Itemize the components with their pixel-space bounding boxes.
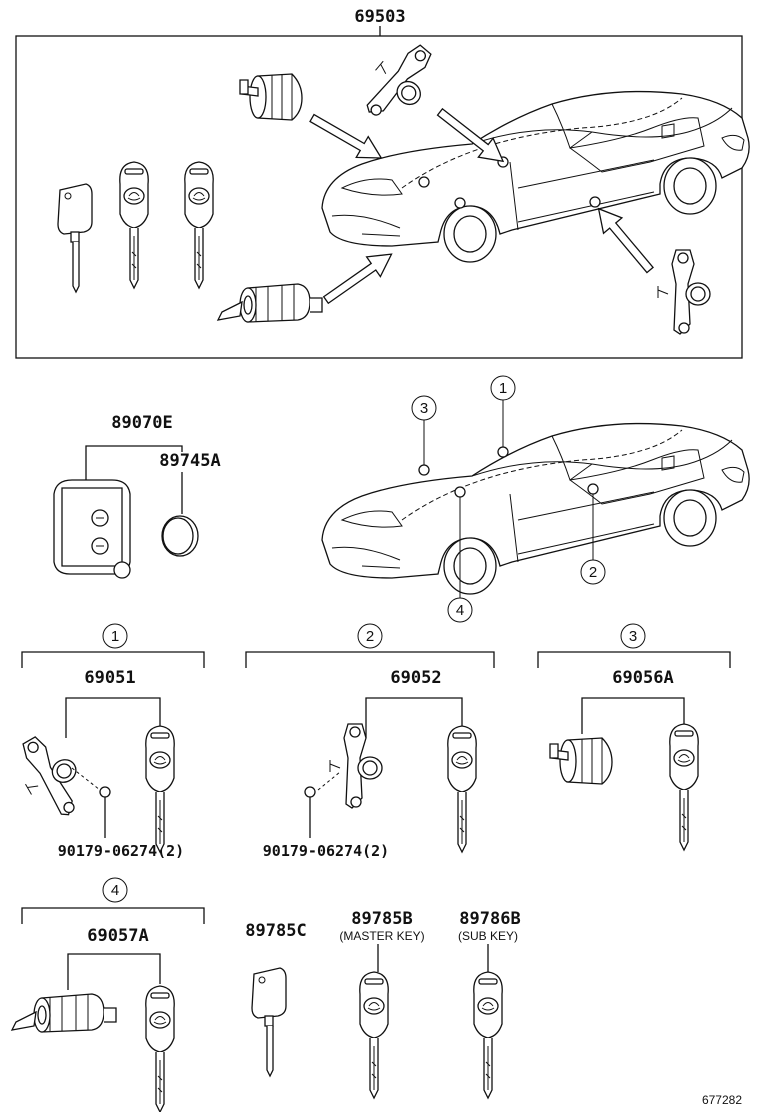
transmitter-fob bbox=[53, 479, 131, 579]
group-2-screw-guide bbox=[317, 771, 341, 791]
group-4-leader bbox=[67, 953, 161, 990]
group-1-bracket bbox=[21, 651, 205, 668]
location-car-illustration bbox=[321, 422, 750, 595]
key-1-card-key bbox=[251, 967, 287, 1077]
location-marker-3: 3 bbox=[411, 395, 437, 421]
battery-part-number[interactable]: 89745A bbox=[159, 451, 220, 471]
kit-ignition-cylinder bbox=[217, 283, 323, 323]
location-points bbox=[418, 400, 599, 598]
group-2-door-cylinder bbox=[329, 723, 383, 809]
location-marker-1: 1 bbox=[490, 375, 516, 401]
key-2-master-key bbox=[359, 971, 389, 1099]
group-2-key bbox=[447, 725, 477, 853]
kit-door-cylinder-left bbox=[351, 32, 447, 133]
svg-text:4: 4 bbox=[111, 882, 119, 899]
group-4-ignition-cylinder bbox=[11, 993, 117, 1033]
kit-lock-points bbox=[418, 156, 601, 209]
svg-text:1: 1 bbox=[499, 380, 507, 397]
key-3-note: (SUB KEY) bbox=[458, 929, 518, 943]
group-3-marker: 3 bbox=[620, 623, 646, 649]
group-2-part-number[interactable]: 69052 bbox=[390, 668, 441, 688]
location-marker-2: 2 bbox=[580, 559, 606, 585]
kit-glove-box-cylinder bbox=[239, 73, 303, 121]
group-4-part-number[interactable]: 69057A bbox=[87, 926, 148, 946]
group-1-part-number[interactable]: 69051 bbox=[84, 668, 135, 688]
svg-text:4: 4 bbox=[456, 602, 464, 619]
group-1-screw-part-number[interactable]: 90179-06274(2) bbox=[58, 842, 184, 860]
group-2-leader bbox=[365, 697, 463, 738]
group-3-key bbox=[669, 723, 699, 851]
group-1-door-cylinder bbox=[6, 726, 96, 827]
kit-part-number[interactable]: 69503 bbox=[354, 7, 405, 27]
group-2-screw-part-number[interactable]: 90179-06274(2) bbox=[263, 842, 389, 860]
kit-door-cylinder-right bbox=[657, 249, 711, 335]
coin-battery bbox=[161, 515, 199, 557]
svg-text:3: 3 bbox=[420, 400, 428, 417]
location-marker-4: 4 bbox=[447, 597, 473, 623]
key-3-sub-key bbox=[473, 971, 503, 1099]
svg-text:2: 2 bbox=[366, 628, 374, 645]
group-1-marker: 1 bbox=[102, 623, 128, 649]
kit-card-key bbox=[57, 183, 93, 293]
group-4-key bbox=[145, 985, 175, 1112]
kit-key-1 bbox=[119, 161, 149, 289]
kit-key-2 bbox=[184, 161, 214, 289]
key-2-part-number[interactable]: 89785B bbox=[351, 909, 412, 929]
group-3-bracket bbox=[537, 651, 731, 668]
group-2-screw bbox=[304, 786, 316, 838]
svg-text:2: 2 bbox=[589, 564, 597, 581]
transmitter-part-number[interactable]: 89070E bbox=[111, 413, 172, 433]
group-1-key bbox=[145, 725, 175, 853]
group-3-leader bbox=[581, 697, 685, 734]
group-3-glove-cylinder bbox=[549, 737, 613, 785]
key-3-part-number[interactable]: 89786B bbox=[459, 909, 520, 929]
kit-box bbox=[15, 35, 743, 359]
group-1-screw bbox=[99, 786, 111, 838]
svg-text:1: 1 bbox=[111, 628, 119, 645]
group-2-bracket bbox=[245, 651, 495, 668]
group-4-bracket bbox=[21, 907, 205, 924]
transmitter-leader bbox=[85, 445, 183, 480]
key-1-part-number[interactable]: 89785C bbox=[245, 921, 306, 941]
group-3-part-number[interactable]: 69056A bbox=[612, 668, 673, 688]
group-4-marker: 4 bbox=[102, 877, 128, 903]
group-1-leader bbox=[65, 697, 161, 738]
key-2-note: (MASTER KEY) bbox=[339, 929, 424, 943]
kit-car-illustration bbox=[321, 90, 750, 263]
illustration-number: 677282 bbox=[702, 1093, 742, 1107]
svg-text:3: 3 bbox=[629, 628, 637, 645]
group-2-marker: 2 bbox=[357, 623, 383, 649]
